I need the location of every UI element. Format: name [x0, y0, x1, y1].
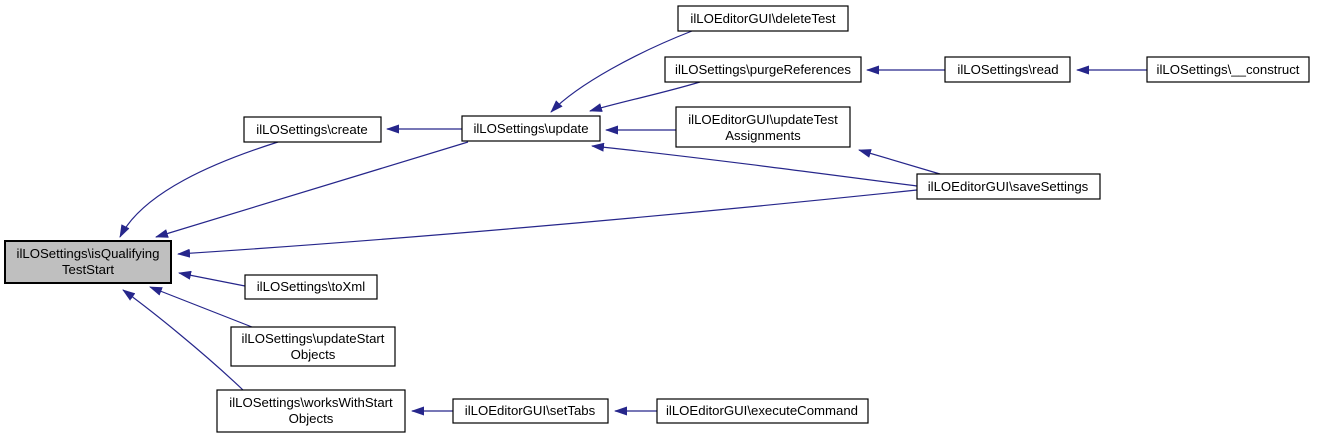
- node-box: [243, 116, 382, 143]
- node-box: [4, 240, 172, 284]
- node-label: ilLOEditorGUI\saveSettings: [928, 179, 1089, 194]
- edge-savesettings-to-update: [591, 142, 918, 187]
- node-label: Objects: [289, 411, 334, 426]
- edge-purgereferences-to-update: [589, 81, 701, 112]
- node-label: ilLOEditorGUI\executeCommand: [666, 403, 858, 418]
- node-label: ilLOSettings\isQualifying: [17, 246, 160, 261]
- node-box: [452, 398, 609, 424]
- node-box: [244, 274, 378, 300]
- node-label: Assignments: [725, 128, 801, 143]
- node-illosettings-create[interactable]: ilLOSettings\create: [243, 116, 382, 143]
- node-box: [675, 106, 851, 148]
- node-box: [677, 5, 849, 32]
- node-illoeditorgui-deletetest[interactable]: ilLOEditorGUI\deleteTest: [677, 5, 849, 32]
- node-label: ilLOSettings\purgeReferences: [675, 62, 851, 77]
- node-box: [664, 56, 862, 83]
- node-label: ilLOSettings\worksWithStart: [229, 395, 393, 410]
- edge-create-to-isqualifyingteststart: [119, 141, 279, 238]
- node-illosettings-read[interactable]: ilLOSettings\read: [944, 56, 1071, 83]
- edge-updatestartobjects-to-isqualifyingteststart: [149, 286, 253, 328]
- node-box: [916, 173, 1101, 200]
- nodes-layer: ilLOSettings\isQualifying TestStart ilLO…: [4, 5, 1310, 433]
- edges-layer: [119, 30, 1147, 416]
- node-label: ilLOSettings\__construct: [1157, 62, 1300, 77]
- edge-toxml-to-isqualifyingteststart: [178, 270, 246, 287]
- node-illosettings-toxml[interactable]: ilLOSettings\toXml: [244, 274, 378, 300]
- edge-savesettings-to-updatetestassignments: [858, 149, 941, 175]
- node-box: [230, 326, 396, 367]
- node-illosettings-updatestartobjects[interactable]: ilLOSettings\updateStart Objects: [230, 326, 396, 367]
- edge-workswithstartobjects-to-isqualifyingteststart: [122, 289, 244, 391]
- node-illosettings-isqualifyingteststart: ilLOSettings\isQualifying TestStart: [4, 240, 172, 284]
- node-label: ilLOSettings\create: [256, 122, 367, 137]
- node-illoeditorgui-updatetestassignments[interactable]: ilLOEditorGUI\updateTest Assignments: [675, 106, 851, 148]
- edge-update-to-isqualifyingteststart: [155, 141, 469, 238]
- node-label: ilLOEditorGUI\updateTest: [688, 112, 838, 127]
- node-label: ilLOEditorGUI\setTabs: [465, 403, 596, 418]
- edge-deletetest-to-update: [550, 30, 693, 113]
- node-label: ilLOSettings\update: [473, 121, 588, 136]
- node-label: Objects: [291, 347, 336, 362]
- node-illosettings-purgereferences[interactable]: ilLOSettings\purgeReferences: [664, 56, 862, 83]
- node-label: ilLOSettings\read: [957, 62, 1058, 77]
- node-box: [1146, 56, 1310, 83]
- node-box: [216, 389, 406, 433]
- node-label: TestStart: [62, 262, 114, 277]
- node-label: ilLOSettings\updateStart: [242, 331, 385, 346]
- node-box: [656, 398, 869, 424]
- node-box: [461, 115, 601, 142]
- node-label: ilLOSettings\toXml: [257, 279, 366, 294]
- node-illoeditorgui-executecommand[interactable]: ilLOEditorGUI\executeCommand: [656, 398, 869, 424]
- edge-savesettings-to-isqualifyingteststart: [177, 189, 918, 258]
- node-illosettings-update[interactable]: ilLOSettings\update: [461, 115, 601, 142]
- node-illosettings-workswithstartobjects[interactable]: ilLOSettings\worksWithStart Objects: [216, 389, 406, 433]
- node-illoeditorgui-savesettings[interactable]: ilLOEditorGUI\saveSettings: [916, 173, 1101, 200]
- node-illosettings-construct[interactable]: ilLOSettings\__construct: [1146, 56, 1310, 83]
- node-illoeditorgui-settabs[interactable]: ilLOEditorGUI\setTabs: [452, 398, 609, 424]
- node-box: [944, 56, 1071, 83]
- node-label: ilLOEditorGUI\deleteTest: [690, 11, 835, 26]
